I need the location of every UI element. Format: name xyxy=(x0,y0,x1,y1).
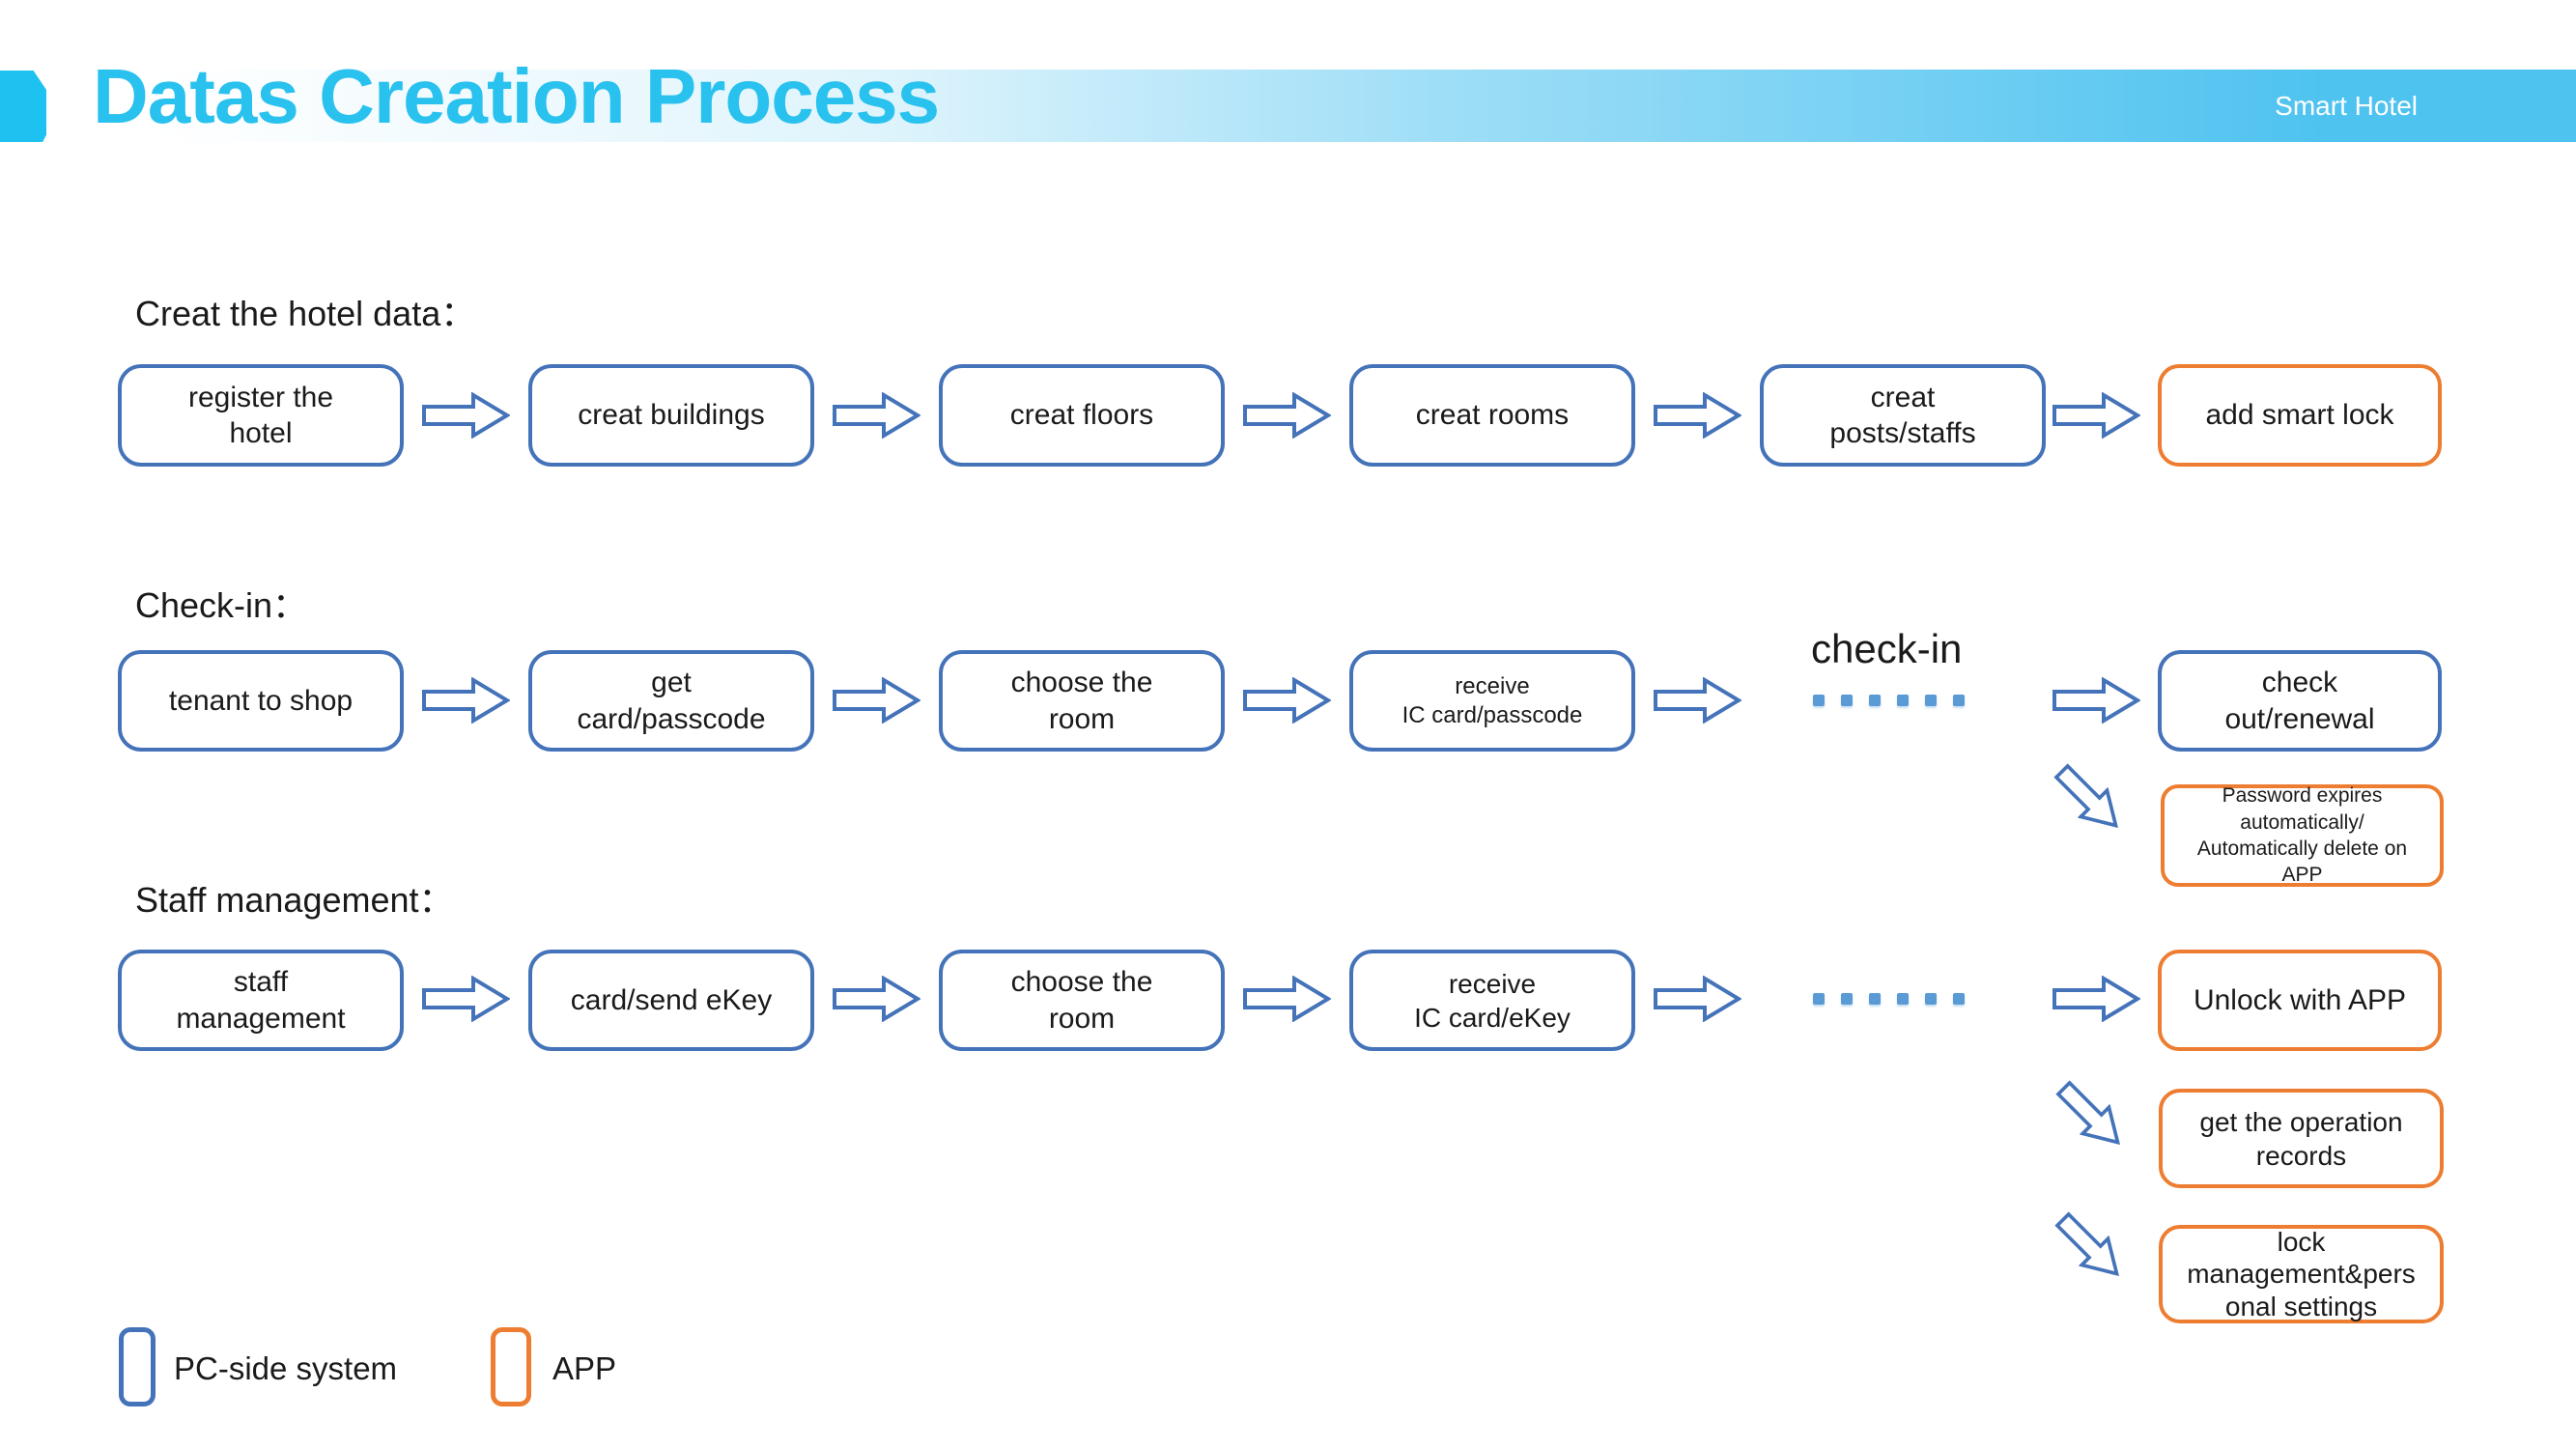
legend-app-swatch xyxy=(491,1327,531,1406)
ellipsis-dots-icon xyxy=(1813,695,1965,706)
flow-box-check-out-renewal: check out/renewal xyxy=(2158,650,2442,752)
flow-box-receive-ic-card-ekey: receive IC card/eKey xyxy=(1349,950,1635,1051)
flow-box-card-send-ekey: card/send eKey xyxy=(528,950,814,1051)
right-arrow-icon xyxy=(2052,392,2140,439)
legend-pc-swatch xyxy=(119,1327,156,1406)
header-gradient-band xyxy=(0,70,2576,142)
right-arrow-icon xyxy=(1243,392,1331,439)
flow-box-creat-floors: creat floors xyxy=(939,364,1225,467)
right-arrow-icon xyxy=(1243,976,1331,1022)
flow-box-unlock-with-app: Unlock with APP xyxy=(2158,950,2442,1051)
down-right-arrow-icon xyxy=(2048,1072,2136,1160)
right-arrow-icon xyxy=(1654,677,1741,724)
ellipsis-dots-icon xyxy=(1813,993,1965,1005)
flow-box-register-the-hotel: register the hotel xyxy=(118,364,404,467)
legend-app-label: APP xyxy=(552,1350,617,1386)
flow-box-staff-management: staff management xyxy=(118,950,404,1051)
flow-box-add-smart-lock: add smart lock xyxy=(2158,364,2442,467)
flow-box-lock-management-personal-settings: lock management&pers onal settings xyxy=(2159,1225,2444,1323)
right-arrow-icon xyxy=(2052,677,2140,724)
legend-pc-label: PC-side system xyxy=(174,1350,398,1386)
header-accent-square-icon xyxy=(0,71,46,142)
flow-box-creat-buildings: creat buildings xyxy=(528,364,814,467)
right-arrow-icon xyxy=(1654,392,1741,439)
flow-box-creat-rooms: creat rooms xyxy=(1349,364,1635,467)
brand-label: Smart Hotel xyxy=(2275,91,2418,121)
right-arrow-icon xyxy=(833,677,920,724)
flow-box-get-operation-records: get the operation records xyxy=(2159,1089,2444,1188)
flow-box-password-expires-note: Password expires automatically/ Automati… xyxy=(2161,784,2444,887)
section-label-create-hotel-data: Creat the hotel data： xyxy=(135,294,476,333)
page-title: Datas Creation Process xyxy=(93,53,940,139)
right-arrow-icon xyxy=(1654,976,1741,1022)
down-right-arrow-icon xyxy=(2046,755,2134,843)
right-arrow-icon xyxy=(833,976,920,1022)
right-arrow-icon xyxy=(2052,976,2140,1022)
flow-box-receive-ic-card-passcode: receive IC card/passcode xyxy=(1349,650,1635,752)
flow-box-tenant-to-shop: tenant to shop xyxy=(118,650,404,752)
section-label-staff-management: Staff management： xyxy=(135,880,454,920)
right-arrow-icon xyxy=(422,976,510,1022)
right-arrow-icon xyxy=(422,392,510,439)
section-label-check-in: Check-in： xyxy=(135,585,308,625)
flow-box-choose-the-room: choose the room xyxy=(939,650,1225,752)
right-arrow-icon xyxy=(1243,677,1331,724)
flow-box-choose-the-room-2: choose the room xyxy=(939,950,1225,1051)
down-right-arrow-icon xyxy=(2047,1204,2135,1292)
flow-box-creat-posts-staffs: creat posts/staffs xyxy=(1760,364,2046,467)
right-arrow-icon xyxy=(422,677,510,724)
flow-box-get-card-passcode: get card/passcode xyxy=(528,650,814,752)
right-arrow-icon xyxy=(833,392,920,439)
check-in-stage-label: check-in xyxy=(1811,626,1963,671)
